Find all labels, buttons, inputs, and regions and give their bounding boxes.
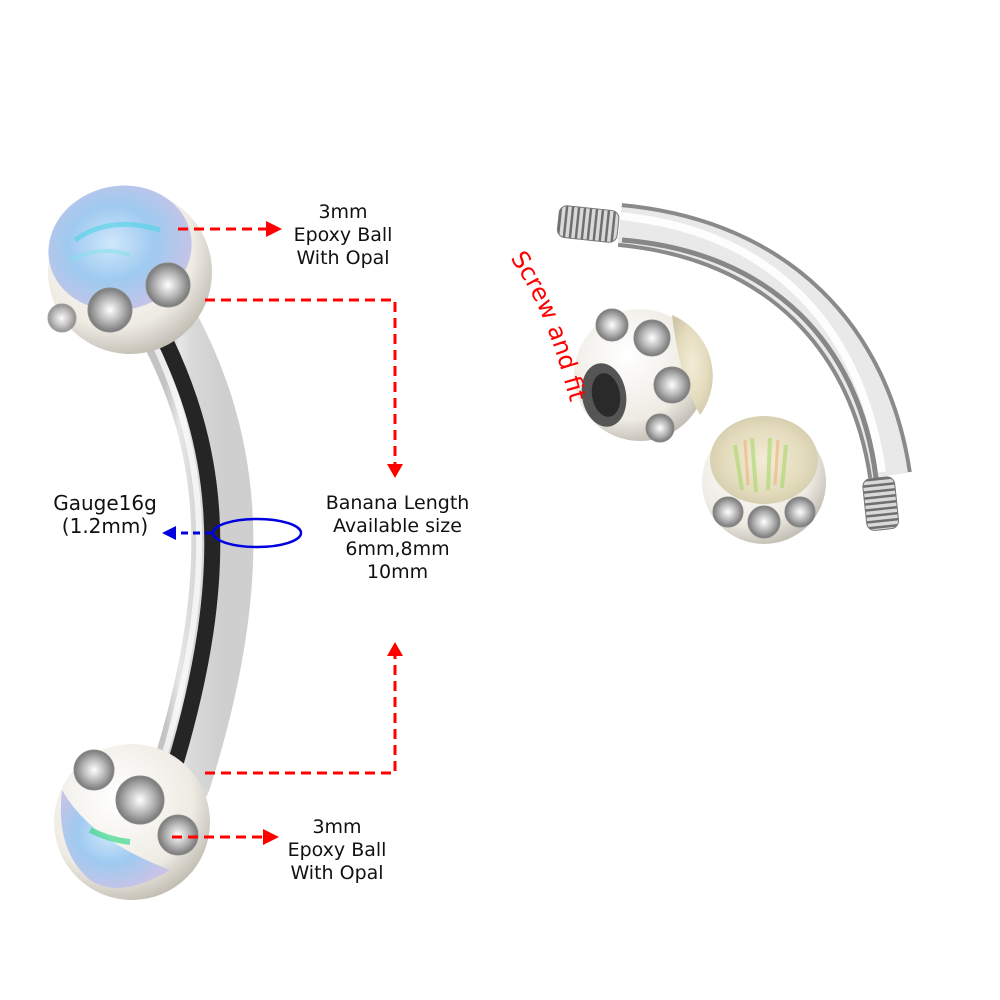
gauge-marker	[162, 517, 303, 549]
assembly-caption: Screw and fit	[505, 246, 591, 404]
bottom-ball-material: Epoxy Ball	[287, 839, 387, 861]
length-sizes: 6mm,8mm	[345, 538, 450, 560]
bottom-ball-label: 3mm Epoxy Ball With Opal	[262, 816, 412, 885]
arrow-heads	[263, 221, 403, 845]
length-label: Banana Length Available size 6mm,8mm 10m…	[300, 492, 495, 584]
loose-ball-opal	[702, 416, 826, 544]
length-subtitle: Available size	[333, 515, 462, 537]
thread-bottom	[862, 476, 900, 531]
bottom-opal-ball	[54, 744, 210, 900]
gauge-label: Gauge16g (1.2mm)	[40, 492, 170, 538]
thread-top	[556, 205, 620, 243]
gauge-mm: (1.2mm)	[61, 514, 149, 538]
top-ball-material: Epoxy Ball	[293, 224, 393, 246]
top-ball-label: 3mm Epoxy Ball With Opal	[268, 201, 418, 270]
length-sizes-extra: 10mm	[366, 561, 429, 583]
loose-ball-threaded	[574, 308, 713, 443]
gauge-value: Gauge16g	[53, 491, 157, 515]
annotation-arrows	[172, 227, 397, 839]
disassembled-bar	[556, 203, 912, 531]
top-ball-size: 3mm	[318, 201, 368, 223]
length-arrow-bottom	[205, 648, 397, 775]
assembly-caption-text: Screw and fit	[505, 246, 591, 404]
bottom-ball-size: 3mm	[312, 816, 362, 838]
curved-barbell-left	[134, 289, 254, 811]
top-opal-ball	[47, 185, 212, 354]
top-ball-stone: With Opal	[296, 247, 390, 269]
length-title: Banana Length	[325, 492, 470, 514]
bottom-ball-stone: With Opal	[290, 862, 384, 884]
